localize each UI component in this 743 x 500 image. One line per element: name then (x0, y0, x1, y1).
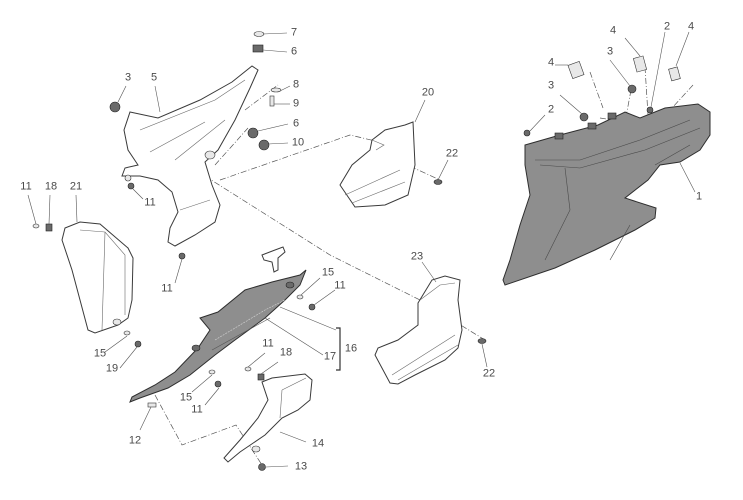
part-label-7: 7 (290, 26, 298, 39)
part-2-nut (523, 129, 531, 137)
part-22-screw (433, 179, 443, 185)
part-6-grommet (252, 44, 264, 53)
part-label-8: 8 (292, 78, 300, 91)
part-label-11: 11 (144, 196, 156, 209)
assembly-line-4a (589, 71, 604, 109)
part-label-2: 2 (663, 20, 671, 33)
part-15-washer (123, 330, 131, 336)
part-4-pad (668, 66, 681, 82)
part-11-screw (32, 223, 40, 229)
part-label-11: 11 (20, 180, 32, 193)
part-label-15: 15 (321, 266, 335, 279)
part-23-lower-right-cover (374, 275, 463, 385)
part-label-22: 22 (482, 367, 496, 380)
part-label-11: 11 (262, 337, 274, 350)
part-21-side-cover (61, 221, 134, 334)
part-4-pad (567, 60, 585, 80)
part-17-tail-panel (129, 269, 307, 403)
part-label-6: 6 (290, 45, 298, 58)
part-11-screw (178, 252, 186, 260)
part-label-5: 5 (150, 71, 158, 84)
part-10-screw (258, 139, 270, 151)
part-6-grommet (247, 127, 259, 139)
part-20-upper-cover (339, 121, 416, 208)
part-label-15: 15 (179, 391, 193, 404)
part-18-clip (257, 373, 265, 381)
part-label-3: 3 (547, 79, 555, 92)
assembly-line-4b (644, 66, 649, 116)
part-label-18: 18 (44, 180, 58, 193)
hardware (32, 31, 681, 471)
leader-lines (27, 31, 696, 468)
part-9-pin (269, 95, 275, 107)
part-3-grommet (627, 84, 637, 94)
part-label-4: 4 (547, 56, 555, 69)
part-label-19: 19 (105, 362, 119, 375)
part-label-11: 11 (191, 403, 203, 416)
part-label-1: 1 (695, 190, 703, 203)
part-1-tank-cover (502, 103, 711, 286)
part-label-14: 14 (311, 437, 325, 450)
part-8-washer (270, 87, 282, 93)
part-label-20: 20 (421, 86, 435, 99)
assembly-line-10 (214, 127, 249, 166)
part-11-screw (244, 366, 252, 372)
part-19-screw (134, 340, 142, 348)
part-label-21: 21 (69, 180, 83, 193)
part-11-screw (214, 380, 222, 388)
part-15-washer (208, 369, 216, 375)
part-label-3: 3 (606, 45, 614, 58)
part-22-screw (477, 338, 487, 344)
part-bracket (261, 246, 286, 273)
assembly-line-12-13 (154, 394, 263, 466)
assembly-line-5-20 (219, 134, 406, 181)
part-11-screw (308, 303, 316, 311)
part-label-4: 4 (687, 20, 695, 33)
part-label-11: 11 (334, 279, 346, 292)
part-label-12: 12 (128, 434, 142, 447)
part-label-2: 2 (547, 103, 555, 116)
part-label-23: 23 (410, 250, 424, 263)
part-label-17: 17 (323, 350, 337, 363)
part-label-4: 4 (609, 24, 617, 37)
part-label-10: 10 (291, 136, 305, 149)
part-3-grommet (579, 112, 589, 122)
part-label-13: 13 (294, 460, 308, 473)
part-7-cap (253, 31, 265, 37)
part-15-washer (296, 294, 304, 300)
part-18-clip (45, 223, 53, 232)
part-13-screw (258, 463, 266, 471)
part-label-9: 9 (292, 97, 300, 110)
part-label-6: 6 (292, 117, 300, 130)
part-5-inner-panel (121, 65, 259, 247)
part-3-grommet (109, 101, 121, 113)
part-14-lower-cover (223, 373, 313, 463)
part-label-22: 22 (445, 147, 459, 160)
part-2-nut (646, 106, 654, 114)
assembly-line-4c (671, 84, 694, 109)
part-label-15: 15 (93, 347, 107, 360)
part-label-11: 11 (161, 282, 173, 295)
part-label-16: 16 (344, 342, 358, 355)
part-label-3: 3 (124, 71, 132, 84)
part-12-fastener (147, 402, 157, 408)
part-4-pad (632, 55, 648, 73)
part-label-18: 18 (279, 346, 293, 359)
part-11-screw (127, 182, 135, 190)
